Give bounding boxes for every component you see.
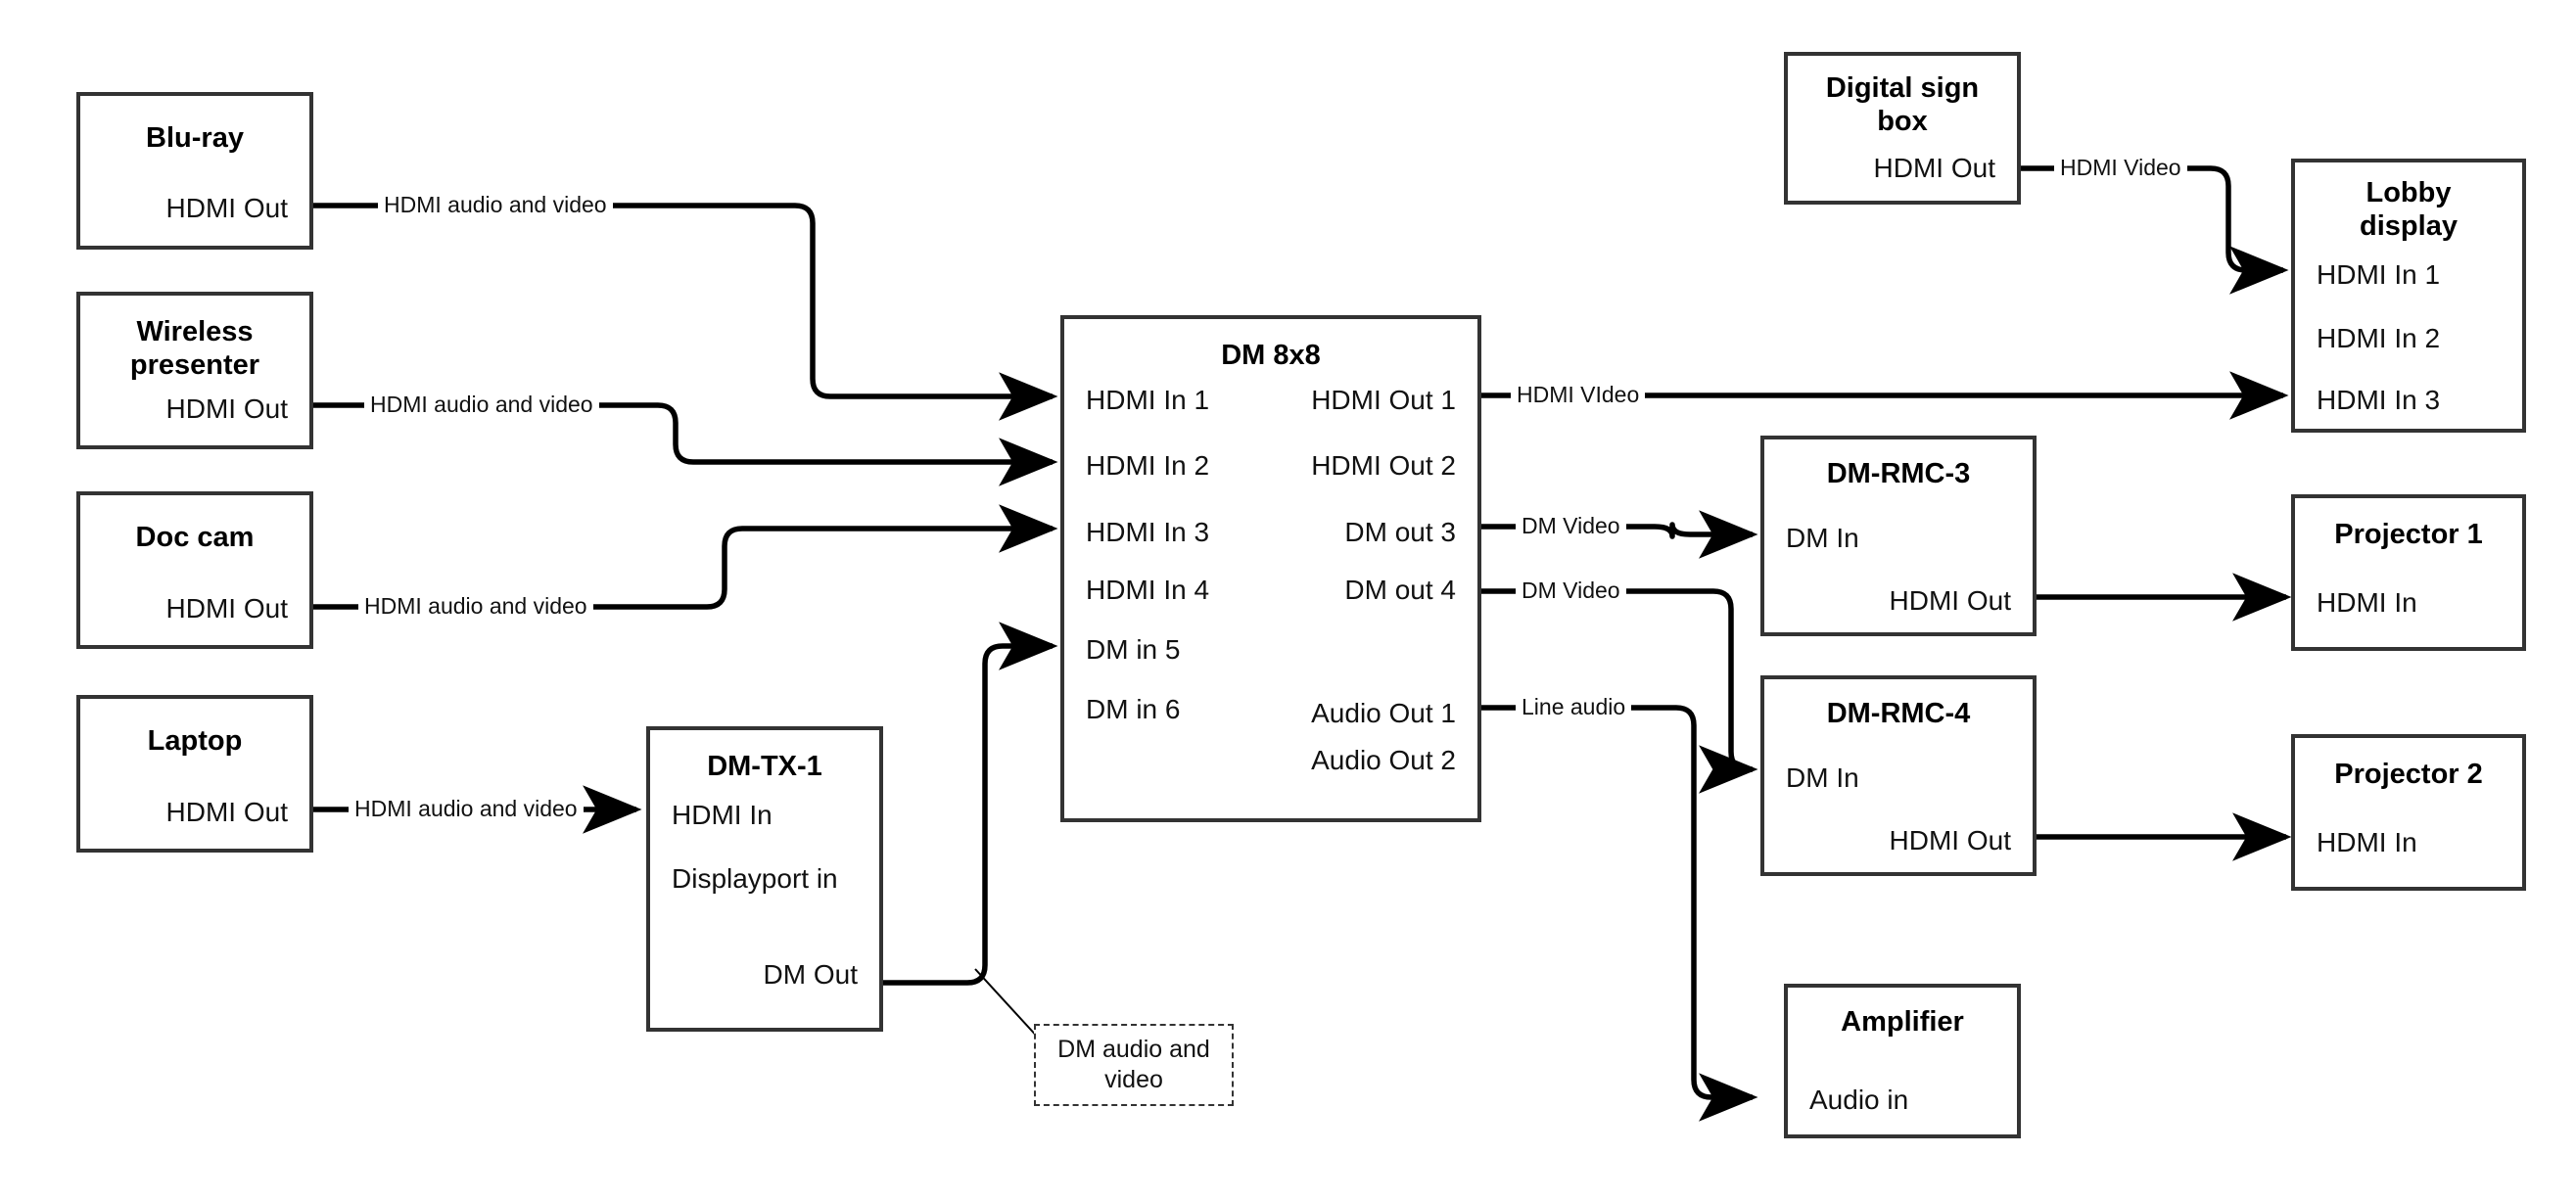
node-dm-8x8-port-dm-in-5[interactable]: DM in 5 xyxy=(1086,634,1181,665)
edge-signbox-to-lobby xyxy=(2020,165,2289,295)
node-digital-sign-box[interactable]: Digital sign box HDMI Out xyxy=(1784,52,2021,205)
node-laptop-port-hdmi-out[interactable]: HDMI Out xyxy=(165,797,288,827)
node-dm-8x8-port-hdmi-in-2[interactable]: HDMI In 2 xyxy=(1086,450,1210,481)
node-dm-rmc-4-title: DM-RMC-4 xyxy=(1826,698,1971,729)
node-dm-8x8-title: DM 8x8 xyxy=(1221,340,1321,371)
node-bluray[interactable]: Blu-ray HDMI Out xyxy=(76,92,313,250)
node-digital-sign-box-title: Digital sign xyxy=(1825,72,1980,104)
edge-label-dm8x8-dmout4-to-rmc4: DM Video xyxy=(1516,577,1626,604)
node-dm-rmc-4[interactable]: DM-RMC-4 DM In HDMI Out xyxy=(1760,675,2037,876)
node-projector-1-title: Projector 1 xyxy=(2334,519,2483,550)
node-dm-rmc-4-port-dm-in[interactable]: DM In xyxy=(1786,762,1859,793)
node-doc-cam-title: Doc cam xyxy=(135,522,255,553)
node-dm-8x8[interactable]: DM 8x8 HDMI In 1 HDMI In 2 HDMI In 3 HDM… xyxy=(1060,315,1481,822)
node-doc-cam-port-hdmi-out[interactable]: HDMI Out xyxy=(165,593,288,624)
node-dm-8x8-port-hdmi-out-2[interactable]: HDMI Out 2 xyxy=(1311,450,1456,481)
edge-label-laptop-to-dmtx1: HDMI audio and video xyxy=(349,796,584,822)
node-dm-tx-1[interactable]: DM-TX-1 HDMI In Displayport in DM Out xyxy=(646,726,883,1032)
edge-label-bluray-to-dm8x8: HDMI audio and video xyxy=(378,192,613,218)
edge-label-dm8x8-hdmiout1-to-lobby: HDMI VIdeo xyxy=(1511,382,1646,408)
node-digital-sign-box-port-hdmi-out[interactable]: HDMI Out xyxy=(1873,153,1995,183)
node-wireless-presenter[interactable]: Wireless presenter HDMI Out xyxy=(76,292,313,449)
node-dm-tx-1-port-dm-out[interactable]: DM Out xyxy=(763,959,858,990)
node-wireless-presenter-title-line2: presenter xyxy=(129,349,260,381)
node-laptop-title: Laptop xyxy=(147,725,243,757)
node-amplifier[interactable]: Amplifier Audio in xyxy=(1784,984,2021,1138)
node-amplifier-title: Amplifier xyxy=(1841,1006,1964,1038)
node-projector-2[interactable]: Projector 2 HDMI In xyxy=(2291,734,2526,891)
node-wireless-presenter-title: Wireless xyxy=(136,316,254,347)
node-dm-rmc-3-title: DM-RMC-3 xyxy=(1826,458,1971,489)
node-projector-1[interactable]: Projector 1 HDMI In xyxy=(2291,494,2526,651)
node-dm-8x8-port-dm-in-6[interactable]: DM in 6 xyxy=(1086,694,1181,724)
node-projector-2-port-hdmi-in[interactable]: HDMI In xyxy=(2317,827,2417,857)
node-laptop[interactable]: Laptop HDMI Out xyxy=(76,695,313,853)
edge-label-dm8x8-audioout1-to-amp: Line audio xyxy=(1516,694,1632,720)
node-dm-8x8-port-hdmi-in-4[interactable]: HDMI In 4 xyxy=(1086,575,1210,605)
node-bluray-port-hdmi-out[interactable]: HDMI Out xyxy=(165,193,288,223)
node-lobby-display-title-line2: display xyxy=(2360,210,2458,242)
node-dm-rmc-3-port-dm-in[interactable]: DM In xyxy=(1786,523,1859,553)
node-lobby-display-title: Lobby xyxy=(2365,177,2452,208)
node-digital-sign-box-title-line2: box xyxy=(1877,106,1928,137)
node-doc-cam[interactable]: Doc cam HDMI Out xyxy=(76,491,313,649)
node-projector-1-port-hdmi-in[interactable]: HDMI In xyxy=(2317,587,2417,618)
node-dm-8x8-port-hdmi-in-1[interactable]: HDMI In 1 xyxy=(1086,385,1210,415)
edge-dmtx1-to-dm8x8 xyxy=(883,622,1058,986)
node-dm-8x8-port-dm-out-3[interactable]: DM out 3 xyxy=(1344,517,1456,547)
node-bluray-title: Blu-ray xyxy=(146,122,244,154)
node-dm-rmc-3-port-hdmi-out[interactable]: HDMI Out xyxy=(1889,585,2011,616)
edge-label-wireless-to-dm8x8: HDMI audio and video xyxy=(364,392,599,418)
edge-label-dm8x8-dmout3-to-rmc3: DM Video xyxy=(1516,513,1626,539)
callout-leader-line xyxy=(974,968,1041,1040)
node-lobby-display-port-hdmi-in-1[interactable]: HDMI In 1 xyxy=(2317,259,2441,290)
node-dm-8x8-port-hdmi-out-1[interactable]: HDMI Out 1 xyxy=(1311,385,1456,415)
node-dm-rmc-3[interactable]: DM-RMC-3 DM In HDMI Out xyxy=(1760,436,2037,636)
node-amplifier-port-audio-in[interactable]: Audio in xyxy=(1809,1085,1909,1115)
edge-dm8x8-dmout4-to-rmc4 xyxy=(1481,588,1758,794)
callout-dm-audio-and-video: DM audio and video xyxy=(1034,1024,1234,1106)
edge-label-signbox-to-lobby: HDMI Video xyxy=(2054,155,2187,181)
node-dm-tx-1-title: DM-TX-1 xyxy=(707,751,822,782)
node-lobby-display-port-hdmi-in-3[interactable]: HDMI In 3 xyxy=(2317,385,2441,415)
node-dm-tx-1-port-displayport-in[interactable]: Displayport in xyxy=(672,863,838,894)
node-dm-rmc-4-port-hdmi-out[interactable]: HDMI Out xyxy=(1889,825,2011,855)
edge-label-doccam-to-dm8x8: HDMI audio and video xyxy=(358,593,593,620)
node-lobby-display[interactable]: Lobby display HDMI In 1 HDMI In 2 HDMI I… xyxy=(2291,159,2526,433)
edge-bluray-to-dm8x8 xyxy=(313,203,1058,421)
node-dm-8x8-port-dm-out-4[interactable]: DM out 4 xyxy=(1344,575,1456,605)
node-dm-8x8-port-audio-out-2[interactable]: Audio Out 2 xyxy=(1311,745,1456,775)
node-dm-8x8-port-hdmi-in-3[interactable]: HDMI In 3 xyxy=(1086,517,1210,547)
node-lobby-display-port-hdmi-in-2[interactable]: HDMI In 2 xyxy=(2317,323,2441,353)
node-projector-2-title: Projector 2 xyxy=(2334,759,2483,790)
edge-dm8x8-audioout1-to-amp xyxy=(1481,705,1758,1122)
node-dm-tx-1-port-hdmi-in[interactable]: HDMI In xyxy=(672,800,773,830)
node-wireless-presenter-port-hdmi-out[interactable]: HDMI Out xyxy=(165,393,288,424)
node-dm-8x8-port-audio-out-1[interactable]: Audio Out 1 xyxy=(1311,698,1456,728)
